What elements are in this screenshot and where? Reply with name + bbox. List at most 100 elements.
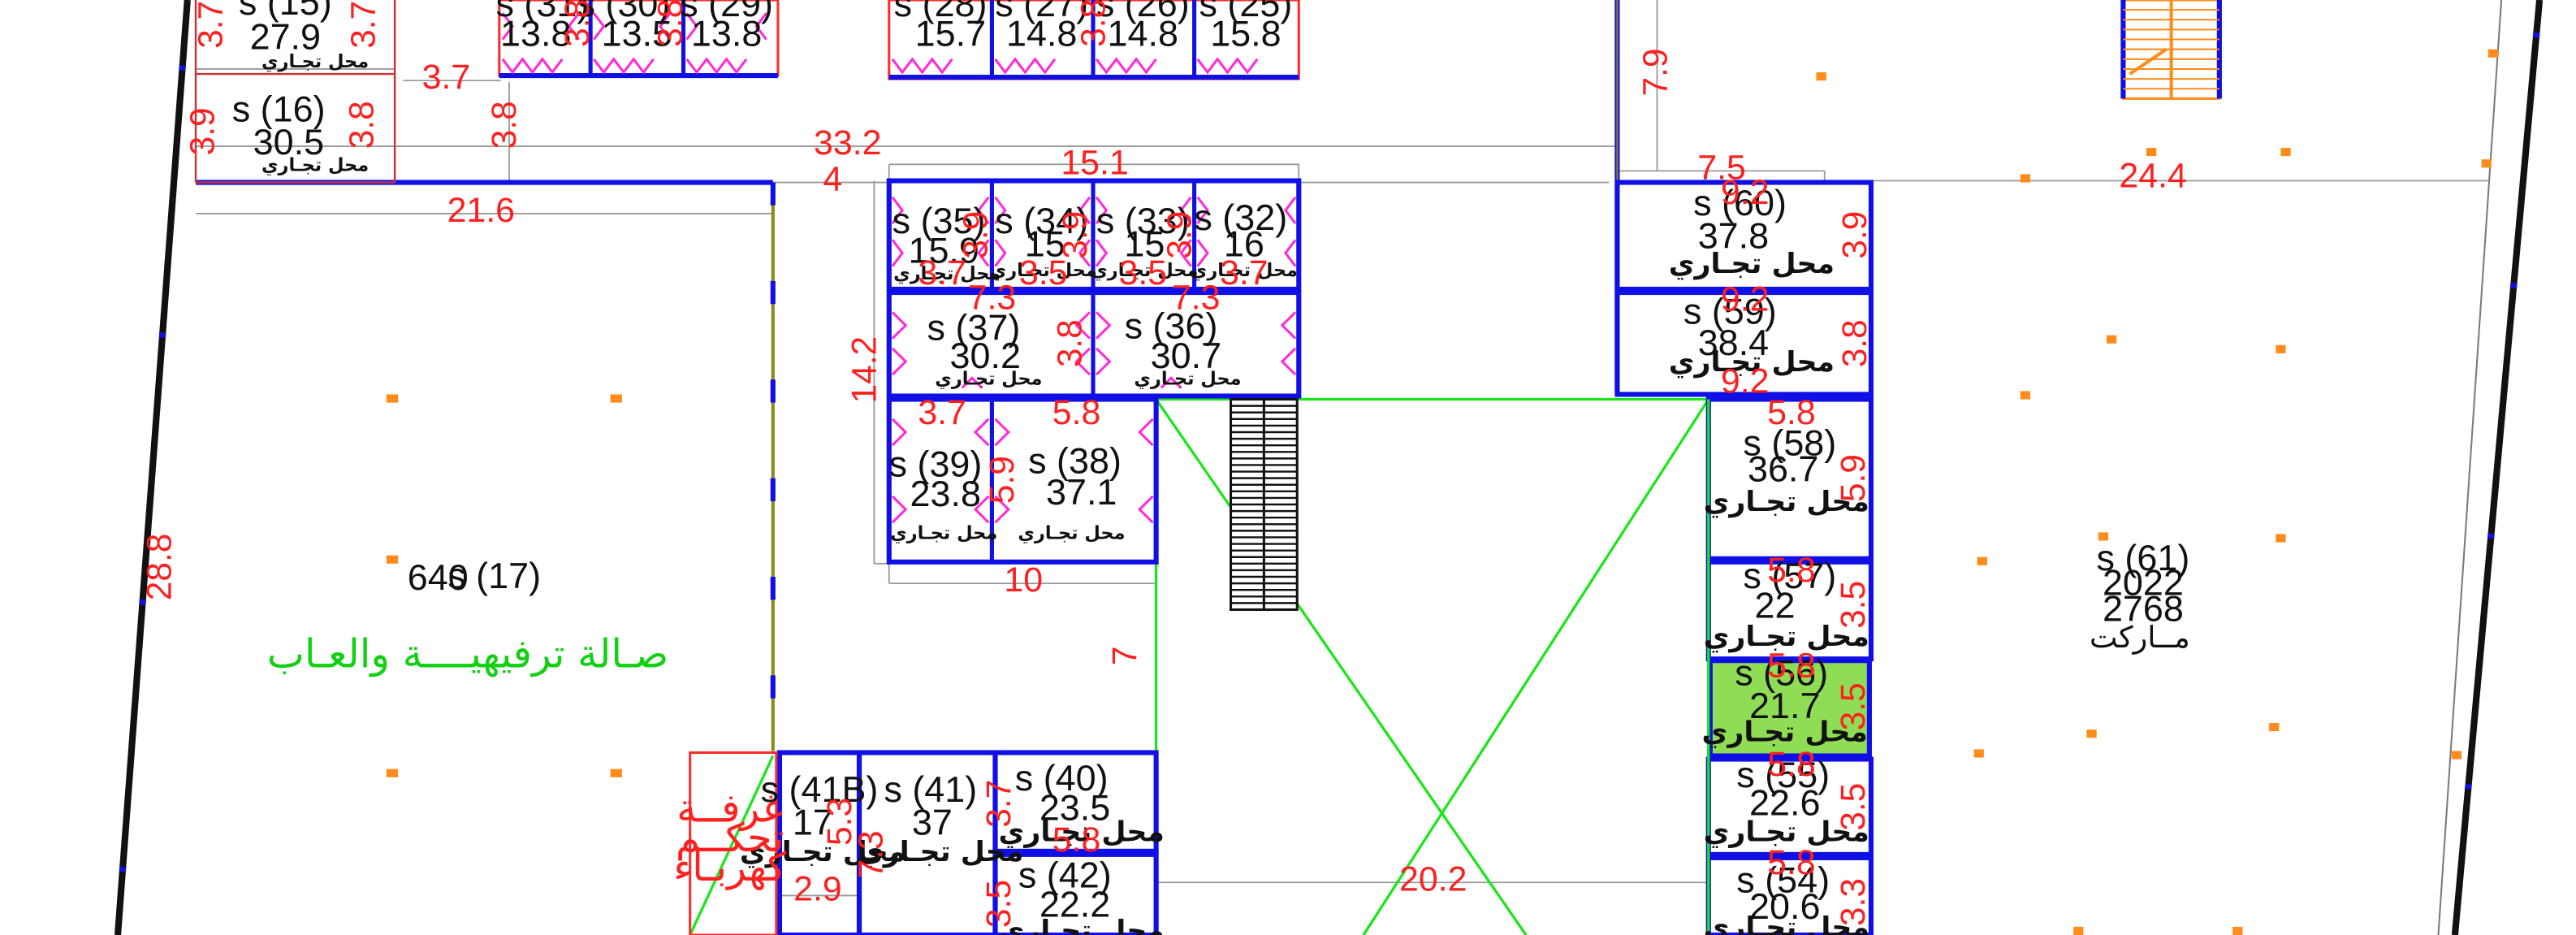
shops-right-lower <box>1705 396 1874 935</box>
svg-text:3.5: 3.5 <box>979 880 1018 928</box>
svg-text:محل تجـاري: محل تجـاري <box>990 260 1097 281</box>
svg-text:13.5: 13.5 <box>602 15 672 54</box>
svg-text:s (27): s (27) <box>995 0 1088 24</box>
shop-s28: s (28)15.7 <box>894 0 988 54</box>
shop-s30: s (30)13.5 <box>577 0 672 54</box>
svg-text:s (57): s (57) <box>1743 556 1836 596</box>
svg-text:s (33): s (33) <box>1096 201 1190 241</box>
svg-text:5.8: 5.8 <box>1767 843 1816 882</box>
svg-text:30.7: 30.7 <box>1151 336 1221 376</box>
svg-text:2.9: 2.9 <box>793 870 842 909</box>
svg-text:3.5: 3.5 <box>1834 682 1873 730</box>
svg-text:s (28): s (28) <box>894 0 988 24</box>
svg-text:20.6: 20.6 <box>1749 887 1820 927</box>
top-right-staircase <box>2120 0 2222 100</box>
svg-text:s (42): s (42) <box>1018 856 1112 896</box>
svg-text:20.2: 20.2 <box>1399 860 1467 899</box>
svg-text:محل تجـاري: محل تجـاري <box>1704 911 1869 935</box>
hall-outline <box>194 0 776 751</box>
svg-text:2768: 2768 <box>2103 590 2184 630</box>
svg-text:s (32): s (32) <box>1194 198 1287 238</box>
svg-text:5.8: 5.8 <box>1767 647 1816 686</box>
svg-text:5.8: 5.8 <box>1052 820 1101 859</box>
svg-text:30.5: 30.5 <box>253 123 324 162</box>
svg-text:محل تجـاري: محل تجـاري <box>893 263 1001 284</box>
svg-text:محل تجـاري: محل تجـاري <box>261 51 369 72</box>
svg-text:محل تجـاري: محل تجـاري <box>999 816 1165 849</box>
svg-text:3.8: 3.8 <box>558 0 597 47</box>
svg-text:s (37): s (37) <box>927 309 1021 348</box>
svg-text:5.8: 5.8 <box>1767 551 1816 590</box>
svg-text:s (26): s (26) <box>1096 0 1190 24</box>
svg-text:صـالة ترفيهيــــة والعـاب: صـالة ترفيهيــــة والعـاب <box>267 630 668 677</box>
electrical-control-room: غرفــة تحكــم كهربـاء <box>673 786 787 891</box>
svg-text:محل تجـاري: محل تجـاري <box>1702 716 1868 748</box>
svg-text:14.8: 14.8 <box>1108 15 1178 54</box>
svg-text:3.7: 3.7 <box>192 1 231 49</box>
svg-text:5.9: 5.9 <box>1834 454 1873 502</box>
svg-text:21.6: 21.6 <box>447 191 515 230</box>
svg-text:s (39): s (39) <box>889 445 983 485</box>
svg-text:7.9: 7.9 <box>1636 48 1675 96</box>
svg-text:s (38): s (38) <box>1028 442 1122 482</box>
svg-text:5.8: 5.8 <box>1052 393 1101 432</box>
svg-text:محل تجـاري: محل تجـاري <box>935 368 1042 389</box>
svg-text:3.3: 3.3 <box>1834 878 1873 926</box>
svg-text:33.2: 33.2 <box>814 123 881 162</box>
svg-text:7.3: 7.3 <box>968 278 1017 317</box>
svg-text:s (41B): s (41B) <box>761 770 879 810</box>
svg-text:5.8: 5.8 <box>1767 745 1816 784</box>
svg-text:22: 22 <box>1754 587 1795 626</box>
shop-s39: s (39)23.8 محل تجـاري <box>889 445 998 544</box>
svg-text:7.3: 7.3 <box>851 830 890 878</box>
svg-text:23.8: 23.8 <box>910 474 981 514</box>
svg-text:9.2: 9.2 <box>1721 173 1770 212</box>
svg-text:3.8: 3.8 <box>1074 0 1113 47</box>
svg-text:s (56): s (56) <box>1735 654 1828 694</box>
svg-text:13.8: 13.8 <box>500 15 571 54</box>
svg-text:محل تجـاري: محل تجـاري <box>1191 260 1298 281</box>
svg-text:s (17): s (17) <box>447 556 541 596</box>
shop-s29: s (29)13.8 <box>680 0 773 54</box>
svg-text:محل تجـاري: محل تجـاري <box>1134 368 1241 389</box>
svg-text:محل تجـاري: محل تجـاري <box>1018 523 1125 544</box>
svg-text:s (25): s (25) <box>1199 0 1293 24</box>
shops-top-left-block <box>498 0 780 79</box>
shops-center-lower <box>886 396 1159 565</box>
svg-text:s (40): s (40) <box>1015 759 1109 799</box>
svg-text:15.1: 15.1 <box>1061 144 1128 183</box>
svg-text:محل تجـاري: محل تجـاري <box>740 836 905 868</box>
svg-text:15.8: 15.8 <box>1210 15 1281 54</box>
svg-text:محل تجـاري: محل تجـاري <box>1704 816 1869 849</box>
svg-text:محل تجـاري: محل تجـاري <box>890 523 997 544</box>
reference-lines <box>196 0 2488 897</box>
svg-text:s (54): s (54) <box>1736 861 1830 901</box>
svg-text:s (61): s (61) <box>2096 539 2189 578</box>
svg-text:تحكــم: تحكــم <box>676 815 784 861</box>
svg-text:3.9: 3.9 <box>956 211 995 259</box>
svg-text:كهربـاء: كهربـاء <box>673 844 787 890</box>
svg-text:5.8: 5.8 <box>1767 393 1816 432</box>
svg-text:22.6: 22.6 <box>1749 784 1820 824</box>
svg-text:9.2: 9.2 <box>1721 280 1770 319</box>
svg-text:محل تجـاري: محل تجـاري <box>261 154 369 175</box>
svg-text:3.7: 3.7 <box>1220 253 1269 292</box>
svg-text:3.8: 3.8 <box>485 101 524 149</box>
svg-text:15: 15 <box>1124 225 1165 265</box>
shop-s26: s (26)14.8 <box>1096 0 1190 54</box>
svg-text:3.7: 3.7 <box>918 393 966 432</box>
svg-text:3.9: 3.9 <box>1160 211 1199 259</box>
svg-text:3.8: 3.8 <box>650 0 689 47</box>
